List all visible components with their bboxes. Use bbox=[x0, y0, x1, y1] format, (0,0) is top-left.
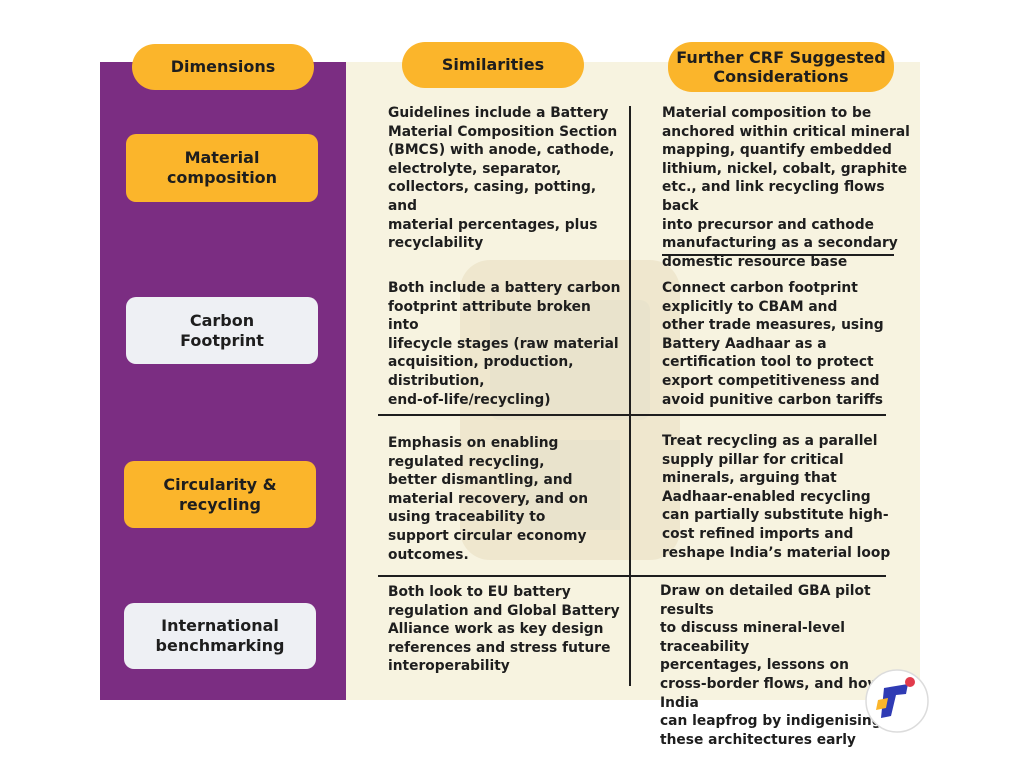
similarity-material-composition: Guidelines include a Battery Material Co… bbox=[388, 105, 618, 252]
consideration-material-composition: Material composition to be anchored with… bbox=[662, 105, 910, 270]
dimension-circularity-recycling: Circularity & recycling bbox=[124, 461, 316, 528]
similarity-carbon-footprint: Both include a battery carbon footprint … bbox=[388, 280, 621, 408]
column-divider bbox=[629, 106, 631, 686]
consideration-carbon-footprint: Connect carbon footprint explicitly to C… bbox=[662, 280, 884, 408]
row-divider-2 bbox=[378, 414, 886, 416]
dimension-international-benchmarking: International benchmarking bbox=[124, 603, 316, 669]
header-further-considerations: Further CRF Suggested Considerations bbox=[668, 42, 894, 92]
consideration-circularity-recycling: Treat recycling as a parallel supply pil… bbox=[662, 433, 891, 561]
dimension-carbon-footprint: Carbon Footprint bbox=[126, 297, 318, 364]
header-dimensions: Dimensions bbox=[132, 44, 314, 90]
row-divider-3 bbox=[378, 575, 886, 577]
consideration-international-benchmarking: Draw on detailed GBA pilot results to di… bbox=[660, 583, 882, 748]
row-divider-1 bbox=[662, 254, 894, 256]
battery-passport-watermark-icon bbox=[460, 260, 680, 560]
brand-logo-icon bbox=[865, 669, 929, 733]
similarity-circularity-recycling: Emphasis on enabling regulated recycling… bbox=[388, 435, 589, 563]
dimension-material-composition: Material composition bbox=[126, 134, 318, 202]
similarity-international-benchmarking: Both look to EU battery regulation and G… bbox=[388, 584, 620, 675]
header-similarities: Similarities bbox=[402, 42, 584, 88]
